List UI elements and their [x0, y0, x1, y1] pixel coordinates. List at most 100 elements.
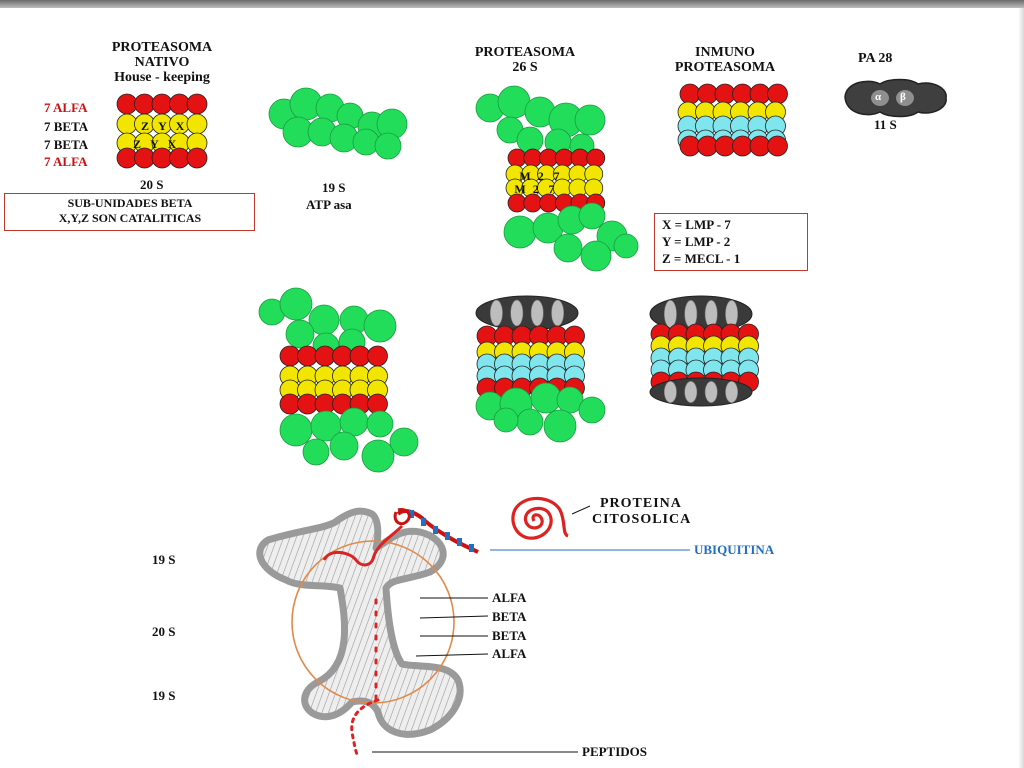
alfa-subunit: [116, 147, 138, 169]
cap-size-label: 19 S: [322, 180, 346, 195]
regulatory-subunit: [516, 408, 544, 436]
alfa-subunit: [297, 345, 318, 367]
alfa-subunit: [554, 148, 574, 168]
regulatory-subunit: [553, 233, 583, 263]
alfa-subunit: [314, 345, 336, 367]
alfa-subunit: [697, 135, 718, 157]
alfa-subunit: [279, 393, 301, 415]
catalytic-subunit-letter: Z: [133, 137, 141, 151]
native-title-line2: NATIVO: [134, 55, 190, 70]
schematic-20s: 20 S: [152, 624, 176, 639]
alfa-subunit: [134, 147, 155, 169]
catalytic-subunit-letter: 7: [554, 169, 560, 183]
protein-label-line1: PROTEINA: [600, 496, 682, 511]
catalytic-subunit-letter: M: [514, 182, 525, 196]
regulatory-subunit: [352, 128, 380, 156]
alfa-subunit: [697, 83, 718, 105]
catalytic-subunit-letter: Y: [150, 137, 159, 151]
pa28-cap: [649, 377, 753, 407]
regulatory-subunit: [503, 215, 537, 249]
ubiquitin-label: UBIQUITINA: [694, 542, 775, 557]
hybrid-proteasome: [475, 295, 606, 443]
alfa-subunit: [523, 148, 543, 168]
regulatory-subunit: [530, 382, 562, 414]
19s-regulatory-particle: [268, 87, 408, 160]
pa28-regulator: [844, 78, 947, 118]
alfa-subunit: [767, 135, 788, 157]
regulatory-subunit: [493, 407, 519, 433]
beta-subunit: [116, 113, 138, 135]
regulatory-subunit: [574, 104, 606, 136]
alfa-subunit: [586, 148, 606, 168]
pa28-title: PA 28: [858, 51, 893, 66]
catalytic-note-line1: SUB-UNIDADES BETA: [67, 196, 193, 210]
catalytic-subunit-letter: M: [519, 169, 530, 183]
native-title-line1: PROTEASOMA: [111, 40, 213, 55]
ubiquitin-molecule: [409, 510, 414, 518]
pa28-alpha: α: [875, 91, 882, 103]
p26-title-line2: 26 S: [512, 60, 538, 75]
alfa-subunit: [169, 93, 190, 115]
immuno-title-line1: INMUNO: [695, 45, 755, 60]
alfa-subunit: [749, 83, 771, 105]
alfa-subunit: [151, 147, 173, 169]
alfa-subunit: [332, 345, 353, 367]
immuno-legend-z: Z = MECL - 1: [662, 251, 741, 266]
alfa-subunit: [116, 93, 138, 115]
ring-label-alfa-bottom: 7 ALFA: [44, 154, 88, 169]
catalytic-subunit-letter: 2: [538, 169, 544, 183]
label-beta-1: BETA: [492, 609, 527, 624]
regulatory-subunit: [374, 132, 402, 160]
label-alfa-2: ALFA: [492, 646, 527, 661]
regulatory-subunit: [285, 319, 315, 349]
alfa-subunit: [679, 83, 701, 105]
alfa-subunit: [186, 147, 208, 169]
alfa-subunit: [679, 135, 701, 157]
peptides-label: PEPTIDOS: [582, 744, 648, 759]
catalytic-subunit-letter: Y: [158, 119, 167, 133]
alfa-subunit: [507, 148, 527, 168]
window-right-edge: [1018, 8, 1024, 768]
alfa-subunit: [732, 83, 753, 105]
p26-title-line1: PROTEASOMA: [474, 45, 576, 60]
immuno-legend-y: Y = LMP - 2: [662, 234, 731, 249]
label-alfa-1: ALFA: [492, 590, 527, 605]
alfa-subunit: [367, 345, 388, 367]
alfa-subunit: [539, 148, 558, 168]
label-beta-2: BETA: [492, 628, 527, 643]
alfa-subunit: [297, 393, 318, 415]
catalytic-subunit-letter: X: [168, 137, 177, 151]
pa28-cap: [649, 295, 753, 333]
catalytic-note-line2: X,Y,Z SON CATALITICAS: [58, 211, 202, 225]
regulatory-subunit: [556, 386, 584, 414]
native-size-label: 20 S: [140, 177, 164, 192]
regulatory-subunit: [361, 439, 395, 473]
protein-label-line2: CITOSOLICA: [592, 512, 692, 527]
alfa-subunit: [523, 193, 543, 213]
beta-subunit: [186, 113, 208, 135]
immunoproteasome: [677, 83, 788, 157]
regulatory-subunit: [302, 438, 330, 466]
pa28-size-label: 11 S: [874, 117, 897, 132]
immuno-legend-box: [654, 213, 808, 271]
ubiquitin-molecule: [421, 518, 426, 526]
ubiquitin-molecule: [445, 532, 450, 540]
pa28-cap: [475, 295, 579, 331]
alfa-subunit: [714, 135, 736, 157]
regulatory-subunit: [329, 431, 359, 461]
ubiquitin-chain: [409, 510, 474, 552]
ubiquitin-molecule: [433, 526, 438, 534]
regulatory-subunit: [613, 233, 639, 259]
schematic-19s-bottom: 19 S: [152, 688, 176, 703]
alfa-subunit: [151, 93, 173, 115]
immuno-title-line2: PROTEASOMA: [674, 60, 776, 75]
alfa-subunit: [714, 83, 736, 105]
alfa-subunit: [749, 135, 771, 157]
catalytic-subunit-letter: 7: [549, 182, 555, 196]
regulatory-subunit: [279, 287, 313, 321]
ring-label-beta-1: 7 BETA: [44, 119, 89, 134]
